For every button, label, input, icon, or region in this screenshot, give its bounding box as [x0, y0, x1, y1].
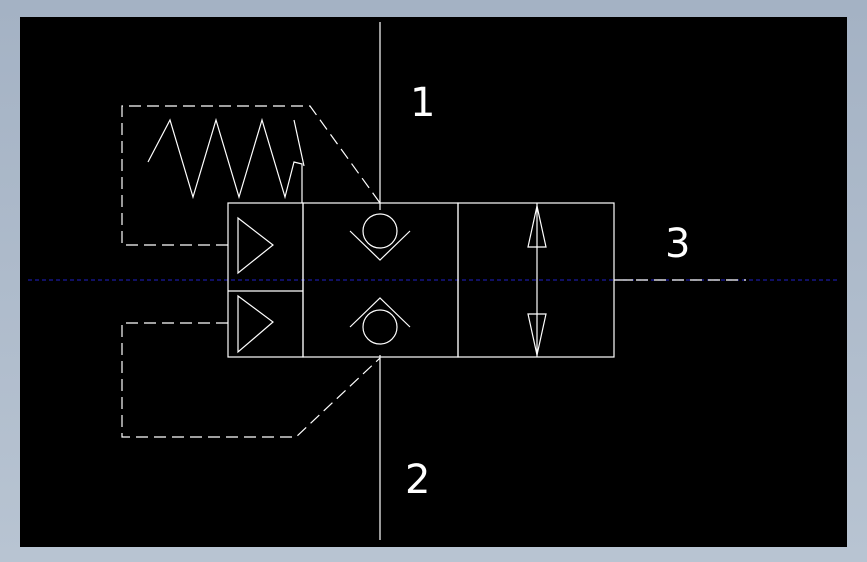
- port-label-1: 1: [410, 80, 435, 126]
- pilot-triangle-lower-icon: [237, 294, 274, 354]
- port-label-2: 2: [405, 457, 430, 503]
- port-label-3: 3: [665, 221, 690, 267]
- pilot-line-lower: [121, 322, 381, 438]
- pilot-triangle-upper-icon: [237, 216, 274, 275]
- drawing-canvas[interactable]: [20, 17, 847, 547]
- pilot-line-upper: [121, 105, 381, 246]
- check-valve-lower-icon: [349, 297, 411, 345]
- spring-icon: [147, 117, 305, 203]
- check-valve-upper-icon: [349, 213, 411, 261]
- double-arrow-icon: [527, 203, 547, 357]
